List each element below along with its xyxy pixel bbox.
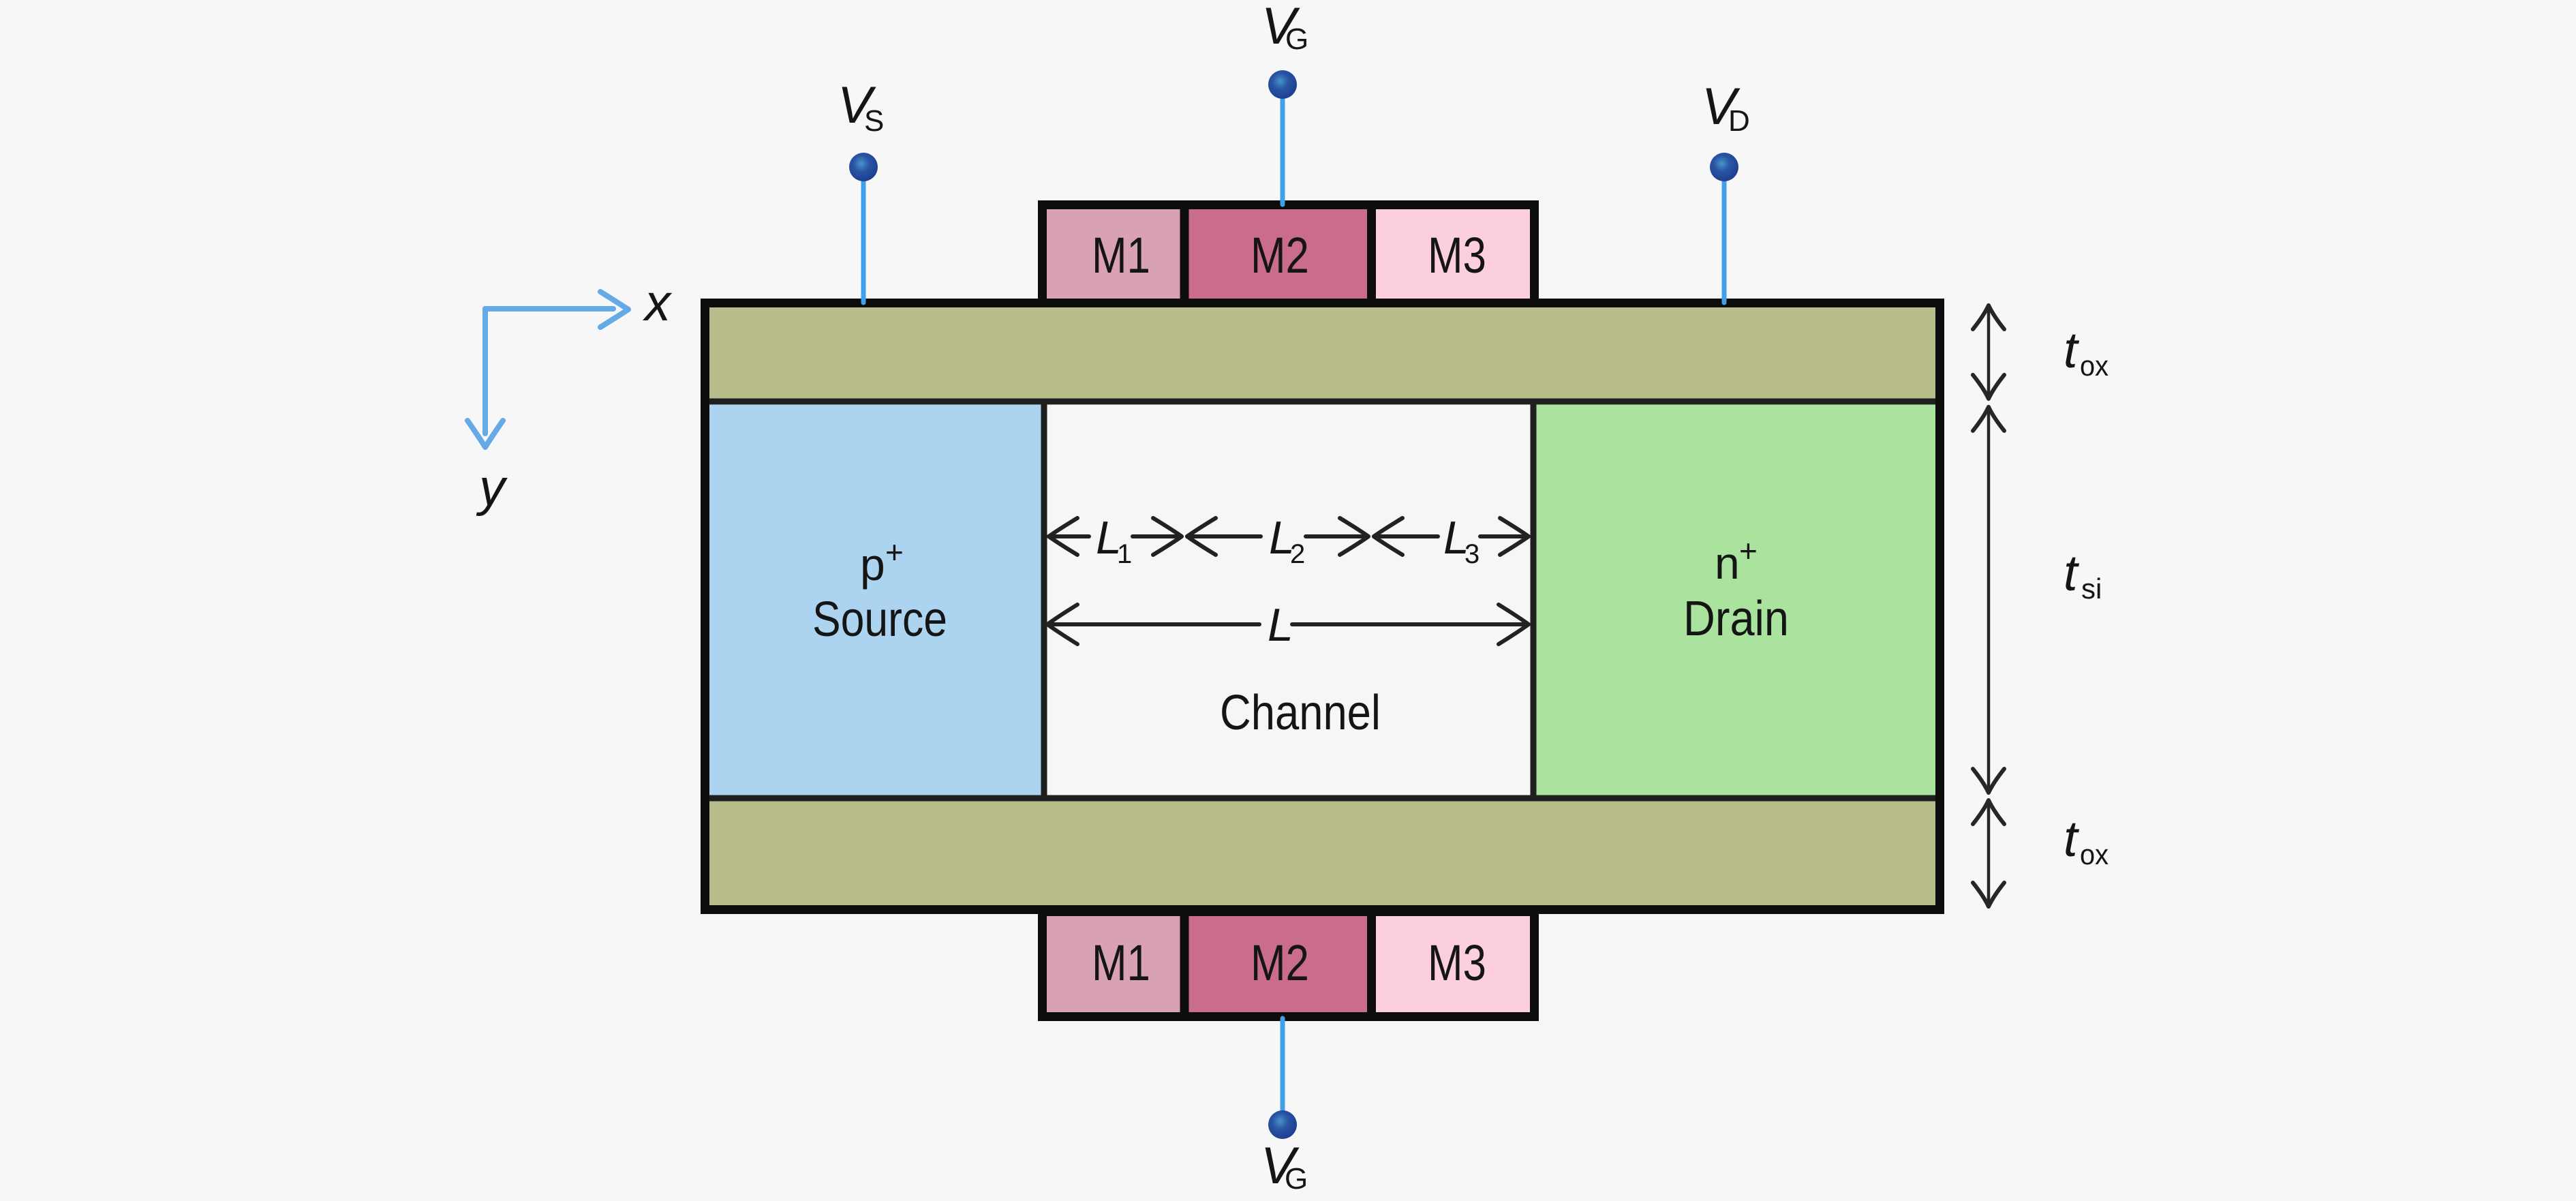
svg-text:L: L [1268, 599, 1293, 651]
svg-text:n: n [1715, 538, 1740, 588]
svg-text:L: L [1096, 512, 1122, 564]
svg-text:x: x [642, 274, 673, 332]
svg-text:G: G [1285, 1162, 1308, 1196]
svg-text:L: L [1443, 512, 1469, 564]
svg-text:D: D [1728, 104, 1750, 138]
svg-text:t: t [2064, 810, 2080, 867]
svg-text:+: + [885, 534, 904, 570]
svg-text:M1: M1 [1092, 934, 1150, 991]
svg-text:t: t [2064, 322, 2080, 378]
svg-text:si: si [2081, 573, 2102, 605]
svg-text:L: L [1269, 512, 1295, 564]
svg-text:V: V [1261, 0, 1300, 55]
svg-text:V: V [1261, 1137, 1300, 1195]
svg-text:Drain: Drain [1683, 592, 1789, 646]
svg-text:y: y [476, 459, 508, 517]
svg-text:G: G [1285, 22, 1308, 56]
svg-text:ox: ox [2080, 350, 2109, 382]
svg-text:Source: Source [812, 592, 947, 647]
svg-text:ox: ox [2080, 838, 2109, 870]
svg-text:M2: M2 [1251, 934, 1309, 991]
svg-text:p: p [860, 539, 885, 590]
svg-text:M2: M2 [1251, 227, 1309, 284]
svg-text:t: t [2064, 545, 2080, 601]
svg-text:1: 1 [1117, 539, 1132, 569]
svg-text:S: S [864, 104, 884, 138]
svg-text:Channel: Channel [1220, 686, 1381, 740]
svg-text:M3: M3 [1428, 934, 1486, 991]
svg-text:2: 2 [1290, 539, 1305, 569]
svg-text:M1: M1 [1092, 227, 1150, 284]
svg-text:3: 3 [1465, 539, 1479, 569]
svg-text:M3: M3 [1428, 227, 1486, 284]
svg-text:V: V [838, 76, 876, 134]
svg-text:+: + [1739, 533, 1758, 568]
svg-text:V: V [1702, 78, 1741, 136]
